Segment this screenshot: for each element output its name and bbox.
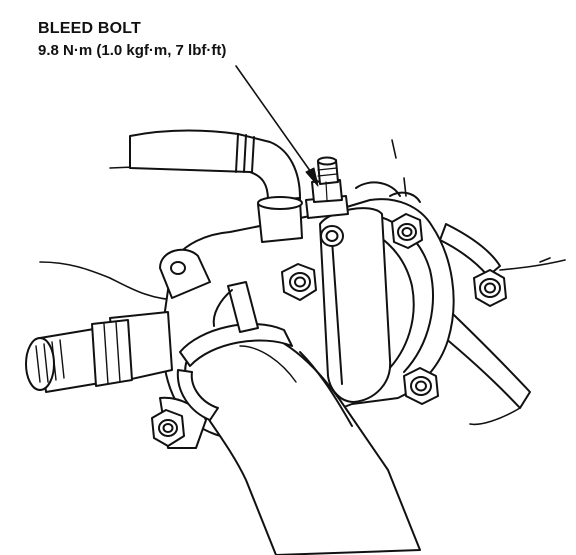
callout-leader-line xyxy=(236,66,318,186)
outlet-fitting xyxy=(26,312,172,392)
bolt-upper-left xyxy=(282,264,316,300)
upper-hose xyxy=(130,131,300,233)
bolt-left-lower xyxy=(152,410,184,446)
bleed-bolt-torque-spec: 9.8 N·m (1.0 kgf·m, 7 lbf·ft) xyxy=(38,42,227,59)
bleed-bolt-callout: BLEED BOLT 9.8 N·m (1.0 kgf·m, 7 lbf·ft) xyxy=(38,18,226,62)
bolt-bracket xyxy=(321,226,343,246)
bolt-right-top xyxy=(392,214,422,248)
bleed-bolt-label: BLEED BOLT xyxy=(38,20,142,37)
bolt-right-middle xyxy=(474,270,506,306)
bleed-bolt xyxy=(306,158,348,219)
hose-clamp xyxy=(178,282,292,420)
bolt-right-lower xyxy=(404,368,438,404)
housing-neck xyxy=(258,197,302,242)
